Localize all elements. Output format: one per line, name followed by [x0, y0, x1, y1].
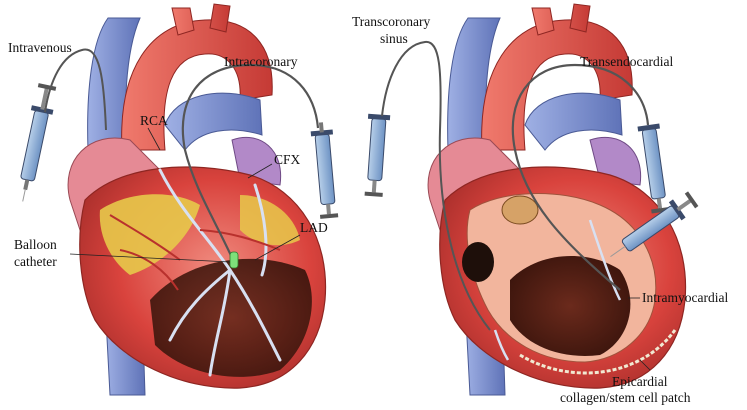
label-catheter: catheter	[14, 254, 57, 269]
syringe-transcoronary-sinus	[363, 114, 391, 197]
label-intravenous: Intravenous	[8, 40, 72, 55]
label-balloon: Balloon	[14, 237, 57, 252]
label-sinus: sinus	[380, 31, 408, 46]
syringe-intravenous	[12, 83, 58, 204]
label-transcoronary: Transcoronary	[352, 14, 430, 29]
label-intramyocardial: Intramyocardial	[642, 290, 728, 305]
label-intracoronary: Intracoronary	[224, 54, 298, 69]
label-patch: collagen/stem cell patch	[560, 390, 691, 405]
label-transendocardial: Transendocardial	[580, 54, 673, 69]
balloon-icon	[230, 252, 238, 268]
label-lad: LAD	[300, 220, 328, 235]
label-rca: RCA	[140, 113, 168, 128]
valve-opening	[462, 242, 494, 282]
label-cfx: CFX	[274, 152, 301, 167]
label-epicardial: Epicardial	[612, 374, 668, 389]
syringe-intracoronary	[310, 121, 340, 219]
